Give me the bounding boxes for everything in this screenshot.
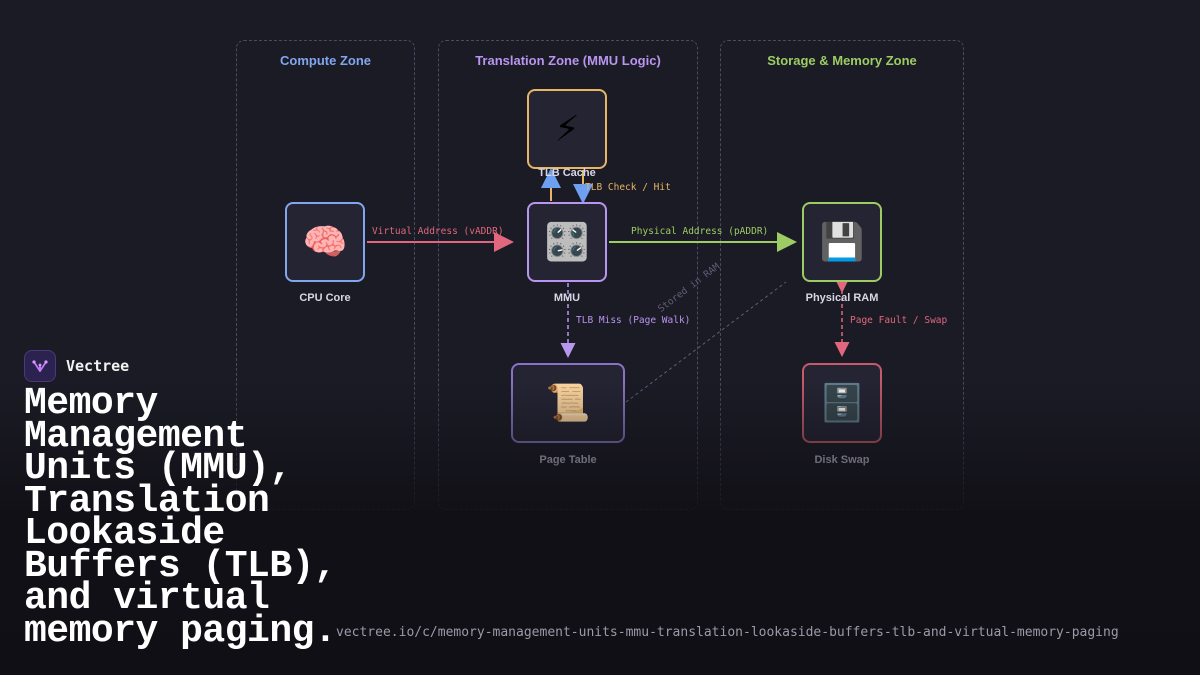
page-table-node-label: Page Table [539,454,597,466]
brain-icon: 🧠 [302,221,348,262]
cpu-node[interactable]: 🧠 [285,202,365,282]
tlb-node-label: TLB Cache [538,167,596,179]
storage-zone-title: Storage & Memory Zone [767,53,917,68]
edge-paddr-label: Physical Address (pADDR) [631,226,769,237]
floppy-disk-icon: 💾 [819,221,865,262]
mmu-node[interactable]: 🎛️ [527,202,607,282]
page-url[interactable]: vectree.io/c/memory-management-units-mmu… [336,625,1119,640]
mmu-node-label: MMU [553,292,581,304]
page-table-node[interactable]: 📜 [511,363,625,443]
edge-tlb-hit-label: TLB Check / Hit [585,182,671,193]
compute-zone-title: Compute Zone [280,53,371,68]
brand-name: Vectree [66,357,130,375]
brand[interactable]: Vectree [24,350,129,382]
disk-node-label: Disk Swap [814,454,870,466]
vectree-logo-icon [24,350,56,382]
scroll-icon: 📜 [545,382,591,423]
file-cabinet-icon: 🗄️ [819,382,865,423]
lightning-icon: ⚡ [554,108,580,149]
disk-node[interactable]: 🗄️ [802,363,882,443]
ram-node-label: Physical RAM [805,292,879,304]
control-knobs-icon: 🎛️ [544,221,590,262]
edge-page-fault-label: Page Fault / Swap [850,315,948,326]
cpu-node-label: CPU Core [299,292,351,304]
edge-vaddr-label: Virtual Address (vADDR) [372,226,504,237]
ram-node[interactable]: 💾 [802,202,882,282]
tlb-node[interactable]: ⚡ [527,89,607,169]
page-title: Memory Management Units (MMU), Translati… [24,382,337,653]
edge-tlb-miss-label: TLB Miss (Page Walk) [576,315,691,326]
translation-zone-title: Translation Zone (MMU Logic) [475,53,661,68]
